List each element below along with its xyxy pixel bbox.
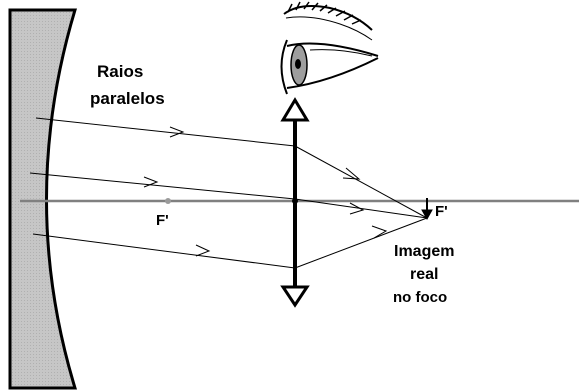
eye-icon	[280, 1, 379, 95]
focus-label-left: F'	[156, 212, 169, 229]
rays-label-line2: paralelos	[90, 89, 165, 108]
focus-label-right: F'	[435, 203, 448, 220]
image-label-line2: real	[410, 266, 438, 283]
image-label-line1: Imagem	[394, 243, 454, 260]
image-label-line3: no foco	[393, 289, 447, 306]
converging-lens-icon	[280, 97, 310, 308]
concave-mirror-icon	[8, 8, 78, 390]
refracted-rays	[294, 145, 428, 269]
real-image-arrow	[421, 198, 433, 221]
focus-point-left	[165, 198, 171, 204]
rays-label-line1: Raios	[97, 62, 143, 81]
incident-rays	[29, 117, 296, 269]
